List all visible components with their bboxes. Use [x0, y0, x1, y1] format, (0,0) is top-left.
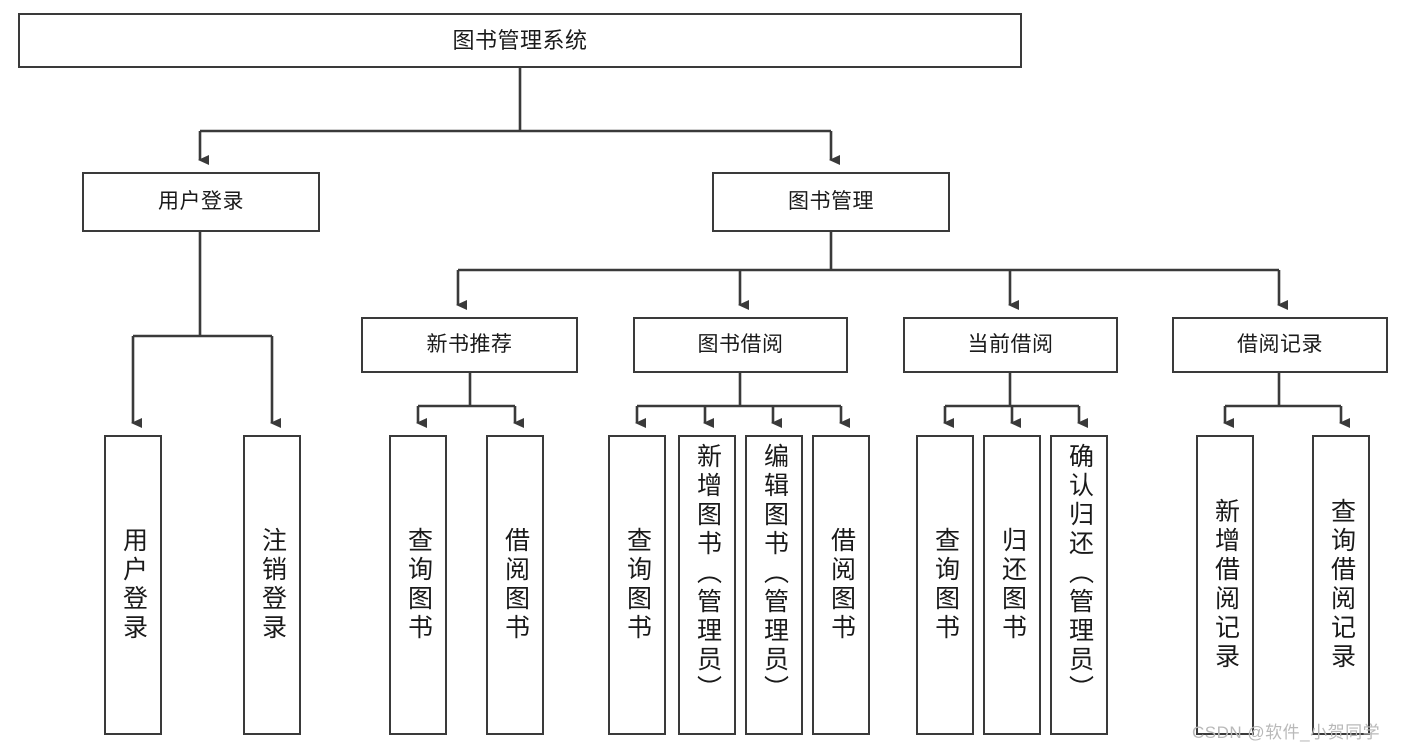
leaf-logout-label: 注销登录	[258, 527, 287, 643]
node-book-borrow-label: 图书借阅	[697, 332, 784, 356]
leaf-return-book-label: 归还图书	[998, 527, 1027, 643]
leaf-query-book-label: 查询图书	[623, 527, 652, 643]
leaf-user-login-label: 用户登录	[119, 527, 148, 643]
leaf-borrow-book-label: 借阅图书	[827, 527, 856, 643]
node-current-borrow[interactable]: 当前借阅	[903, 317, 1118, 373]
node-borrow-record-label: 借阅记录	[1237, 332, 1323, 356]
leaf-query-record-label: 查询借阅记录	[1327, 498, 1356, 672]
node-user-login[interactable]: 用户登录	[82, 172, 320, 232]
leaf-query-record[interactable]: 查询借阅记录	[1312, 435, 1370, 735]
csdn-watermark: CSDN @软件_小贺同学	[1192, 723, 1381, 742]
node-root-label: 图书管理系统	[452, 27, 588, 53]
leaf-edit-book-label: 编辑图书（管理员）	[760, 443, 789, 704]
leaf-query-book[interactable]: 查询图书	[608, 435, 666, 735]
node-user-login-label: 用户登录	[158, 189, 244, 213]
leaf-logout[interactable]: 注销登录	[243, 435, 301, 735]
node-book-manage[interactable]: 图书管理	[712, 172, 950, 232]
node-book-manage-label: 图书管理	[788, 189, 874, 213]
leaf-return-book[interactable]: 归还图书	[983, 435, 1041, 735]
node-book-borrow[interactable]: 图书借阅	[633, 317, 848, 373]
node-new-book-rec-label: 新书推荐	[426, 332, 513, 356]
node-new-book-rec[interactable]: 新书推荐	[361, 317, 578, 373]
leaf-user-login[interactable]: 用户登录	[104, 435, 162, 735]
leaf-add-record[interactable]: 新增借阅记录	[1196, 435, 1254, 735]
leaf-query-book-rec[interactable]: 查询图书	[389, 435, 447, 735]
leaf-add-book-label: 新增图书（管理员）	[693, 443, 722, 704]
leaf-add-record-label: 新增借阅记录	[1211, 498, 1240, 672]
leaf-add-book[interactable]: 新增图书（管理员）	[678, 435, 736, 735]
leaf-confirm-return[interactable]: 确认归还（管理员）	[1050, 435, 1108, 735]
node-borrow-record[interactable]: 借阅记录	[1172, 317, 1388, 373]
node-root[interactable]: 图书管理系统	[18, 13, 1022, 68]
leaf-borrow-book[interactable]: 借阅图书	[812, 435, 870, 735]
leaf-query-book-cur[interactable]: 查询图书	[916, 435, 974, 735]
leaf-edit-book[interactable]: 编辑图书（管理员）	[745, 435, 803, 735]
node-current-borrow-label: 当前借阅	[967, 332, 1054, 356]
leaf-borrow-book-rec-label: 借阅图书	[501, 527, 530, 643]
leaf-borrow-book-rec[interactable]: 借阅图书	[486, 435, 544, 735]
leaf-query-book-rec-label: 查询图书	[404, 527, 433, 643]
leaf-query-book-cur-label: 查询图书	[931, 527, 960, 643]
leaf-confirm-return-label: 确认归还（管理员）	[1065, 443, 1094, 704]
